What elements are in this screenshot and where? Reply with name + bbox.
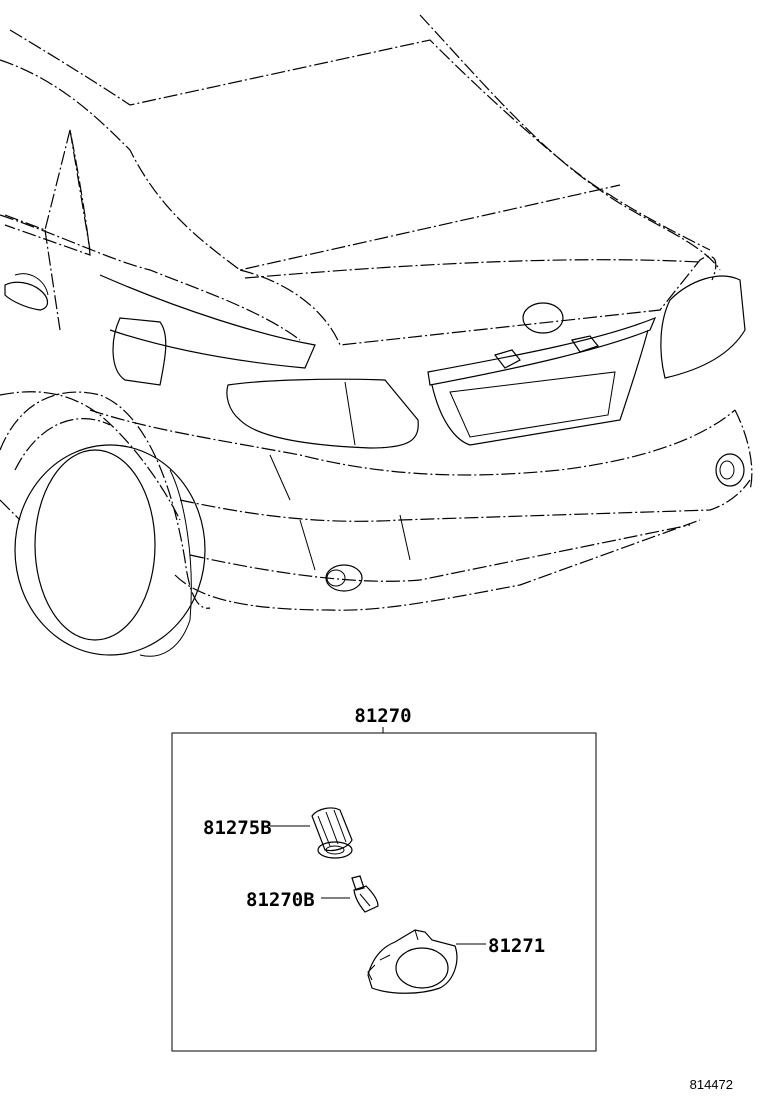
rear-quarter-window (4, 129, 91, 256)
license-lamp-right (571, 335, 600, 353)
license-lamp-left (493, 349, 521, 369)
license-plate-area (449, 371, 616, 438)
label-lamp: 81271 (488, 935, 545, 957)
bumper-side-right (734, 409, 753, 491)
emblem (522, 302, 564, 334)
wheel-arch-inner (14, 418, 111, 471)
label-socket: 81275B (203, 817, 272, 839)
roof-outer-line (0, 59, 621, 271)
tire-outer (14, 444, 206, 656)
label-assembly: 81270 (354, 705, 411, 727)
socket-part (311, 807, 353, 859)
fuel-door (112, 317, 167, 386)
license-recess (431, 329, 649, 446)
rear-bumper-bottom (174, 519, 701, 611)
door-handle (4, 281, 49, 311)
label-bulb: 81270B (246, 889, 315, 911)
bulb-part (351, 875, 379, 913)
rear-window-right-edge (419, 14, 721, 271)
rear-reflector-right (715, 453, 745, 487)
lamp-part (367, 929, 458, 994)
parts-callout: 81270 81275B 81270B 81271 (171, 705, 597, 1052)
wheel-arch (0, 391, 211, 609)
assembly-box (171, 732, 597, 1052)
tail-lamp-left (226, 378, 419, 449)
body-lower-left (0, 499, 21, 521)
bumper-crease (269, 454, 411, 571)
rear-reflector-left-inner (326, 569, 346, 587)
tire-inner (34, 449, 156, 641)
roof-line (9, 29, 711, 251)
rear-bumper-upper (89, 409, 736, 476)
rear-reflector-right-inner (719, 460, 735, 480)
tail-lamp-left-upper (99, 274, 316, 369)
tail-lamp-right (660, 275, 746, 379)
tail-lamp-left-divider (344, 381, 356, 446)
door-handle-recess (14, 273, 49, 296)
door-edge (44, 129, 91, 331)
body-side-line (0, 214, 301, 341)
license-garnish (427, 316, 657, 386)
tire-tread (139, 469, 192, 657)
rear-bumper-lower (179, 479, 751, 522)
trunk-lid (239, 255, 717, 346)
trunk-top-line (244, 259, 701, 279)
rear-reflector-left (325, 564, 363, 592)
rear-bumper-skirt (189, 524, 691, 582)
reference-code: 814472 (690, 1077, 733, 1092)
car-rear-illustration (0, 14, 753, 657)
body-side-character (0, 391, 181, 521)
